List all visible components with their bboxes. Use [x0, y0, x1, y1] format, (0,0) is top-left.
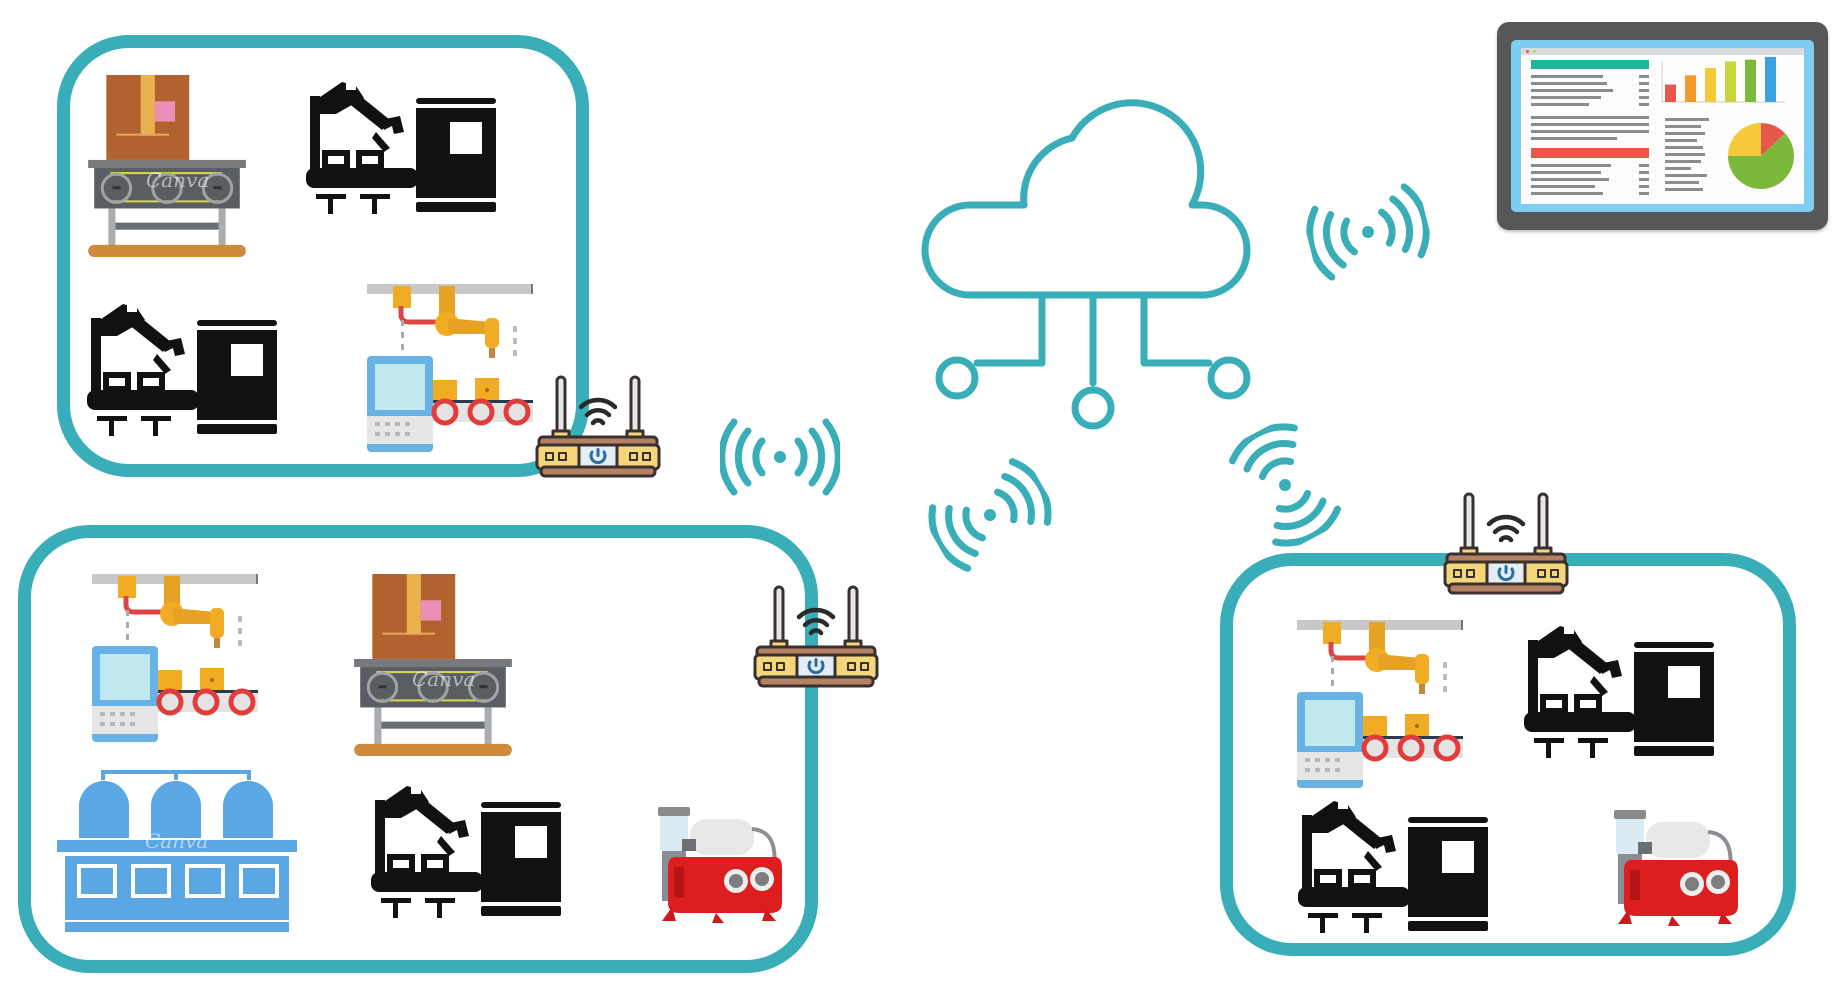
header-bar	[1531, 60, 1649, 69]
robot-assembly-line-machine	[86, 298, 278, 438]
value-line	[1639, 89, 1649, 92]
air-compressor-machine	[656, 805, 786, 925]
router-1-icon	[535, 375, 661, 479]
svg-text:Canva: Canva	[145, 829, 208, 853]
text-line	[1531, 116, 1649, 119]
text-line	[1531, 185, 1595, 188]
router-3-icon	[1443, 492, 1569, 596]
value-line	[1639, 164, 1649, 167]
text-line	[1531, 89, 1613, 92]
chart-bar	[1685, 75, 1696, 102]
value-line	[1639, 96, 1649, 99]
legend-line	[1665, 125, 1701, 128]
text-line	[1531, 103, 1589, 106]
text-line	[1531, 164, 1611, 167]
value-line	[1639, 103, 1649, 106]
pie-slice	[1761, 123, 1786, 156]
legend-line	[1665, 153, 1705, 156]
legend-line	[1665, 167, 1691, 170]
robot-assembly-line-machine	[305, 76, 497, 216]
wifi-signal-icon	[1300, 179, 1436, 286]
dashboard-content	[1531, 56, 1794, 195]
legend-line	[1665, 160, 1701, 163]
router-2-icon	[753, 585, 879, 689]
legend-line	[1665, 188, 1703, 191]
value-line	[1639, 75, 1649, 78]
air-compressor-machine	[1612, 808, 1742, 928]
text-line	[1531, 82, 1607, 85]
svg-text:Canva: Canva	[412, 667, 475, 691]
robot-assembly-line-machine	[370, 780, 562, 920]
robot-assembly-line-machine	[1297, 795, 1489, 935]
text-line	[1531, 123, 1649, 126]
chart-bar	[1705, 67, 1716, 102]
value-line	[1639, 82, 1649, 85]
header-bar	[1531, 148, 1649, 158]
chart-bar	[1725, 61, 1736, 102]
dashboard-tablet	[1497, 22, 1828, 230]
value-line	[1639, 192, 1649, 195]
cloud-network-icon	[921, 99, 1251, 430]
gas-tank-station-machine: Canva	[57, 762, 297, 932]
robot-assembly-line-machine	[1523, 620, 1715, 760]
dashboard-screen	[1511, 40, 1814, 212]
text-line	[1531, 192, 1603, 195]
wifi-signal-icon	[918, 450, 1062, 579]
wifi-signal-icon	[720, 417, 840, 497]
text-line	[1531, 171, 1601, 174]
window-titlebar	[1521, 48, 1804, 55]
conveyor-box-machine: Canva	[86, 75, 248, 257]
value-line	[1639, 178, 1649, 181]
legend-line	[1665, 174, 1707, 177]
text-line	[1531, 75, 1603, 78]
legend-line	[1665, 118, 1709, 121]
robotic-arm-conveyor-machine	[92, 574, 262, 744]
legend-line	[1665, 181, 1699, 184]
pie-slice	[1728, 133, 1794, 189]
text-line	[1531, 96, 1601, 99]
text-line	[1531, 178, 1609, 181]
svg-text:Canva: Canva	[146, 168, 209, 192]
chart-bar	[1745, 59, 1756, 102]
robotic-arm-conveyor-machine	[367, 284, 537, 454]
pie-slice	[1728, 123, 1761, 156]
legend-line	[1665, 146, 1703, 149]
robotic-arm-conveyor-machine	[1297, 620, 1467, 790]
chart-bar	[1765, 56, 1776, 102]
value-line	[1639, 185, 1649, 188]
text-line	[1531, 137, 1617, 140]
legend-line	[1665, 139, 1697, 142]
conveyor-box-machine: Canva	[352, 574, 514, 756]
chart-bar	[1665, 84, 1676, 102]
value-line	[1639, 171, 1649, 174]
text-line	[1531, 130, 1649, 133]
legend-line	[1665, 132, 1705, 135]
